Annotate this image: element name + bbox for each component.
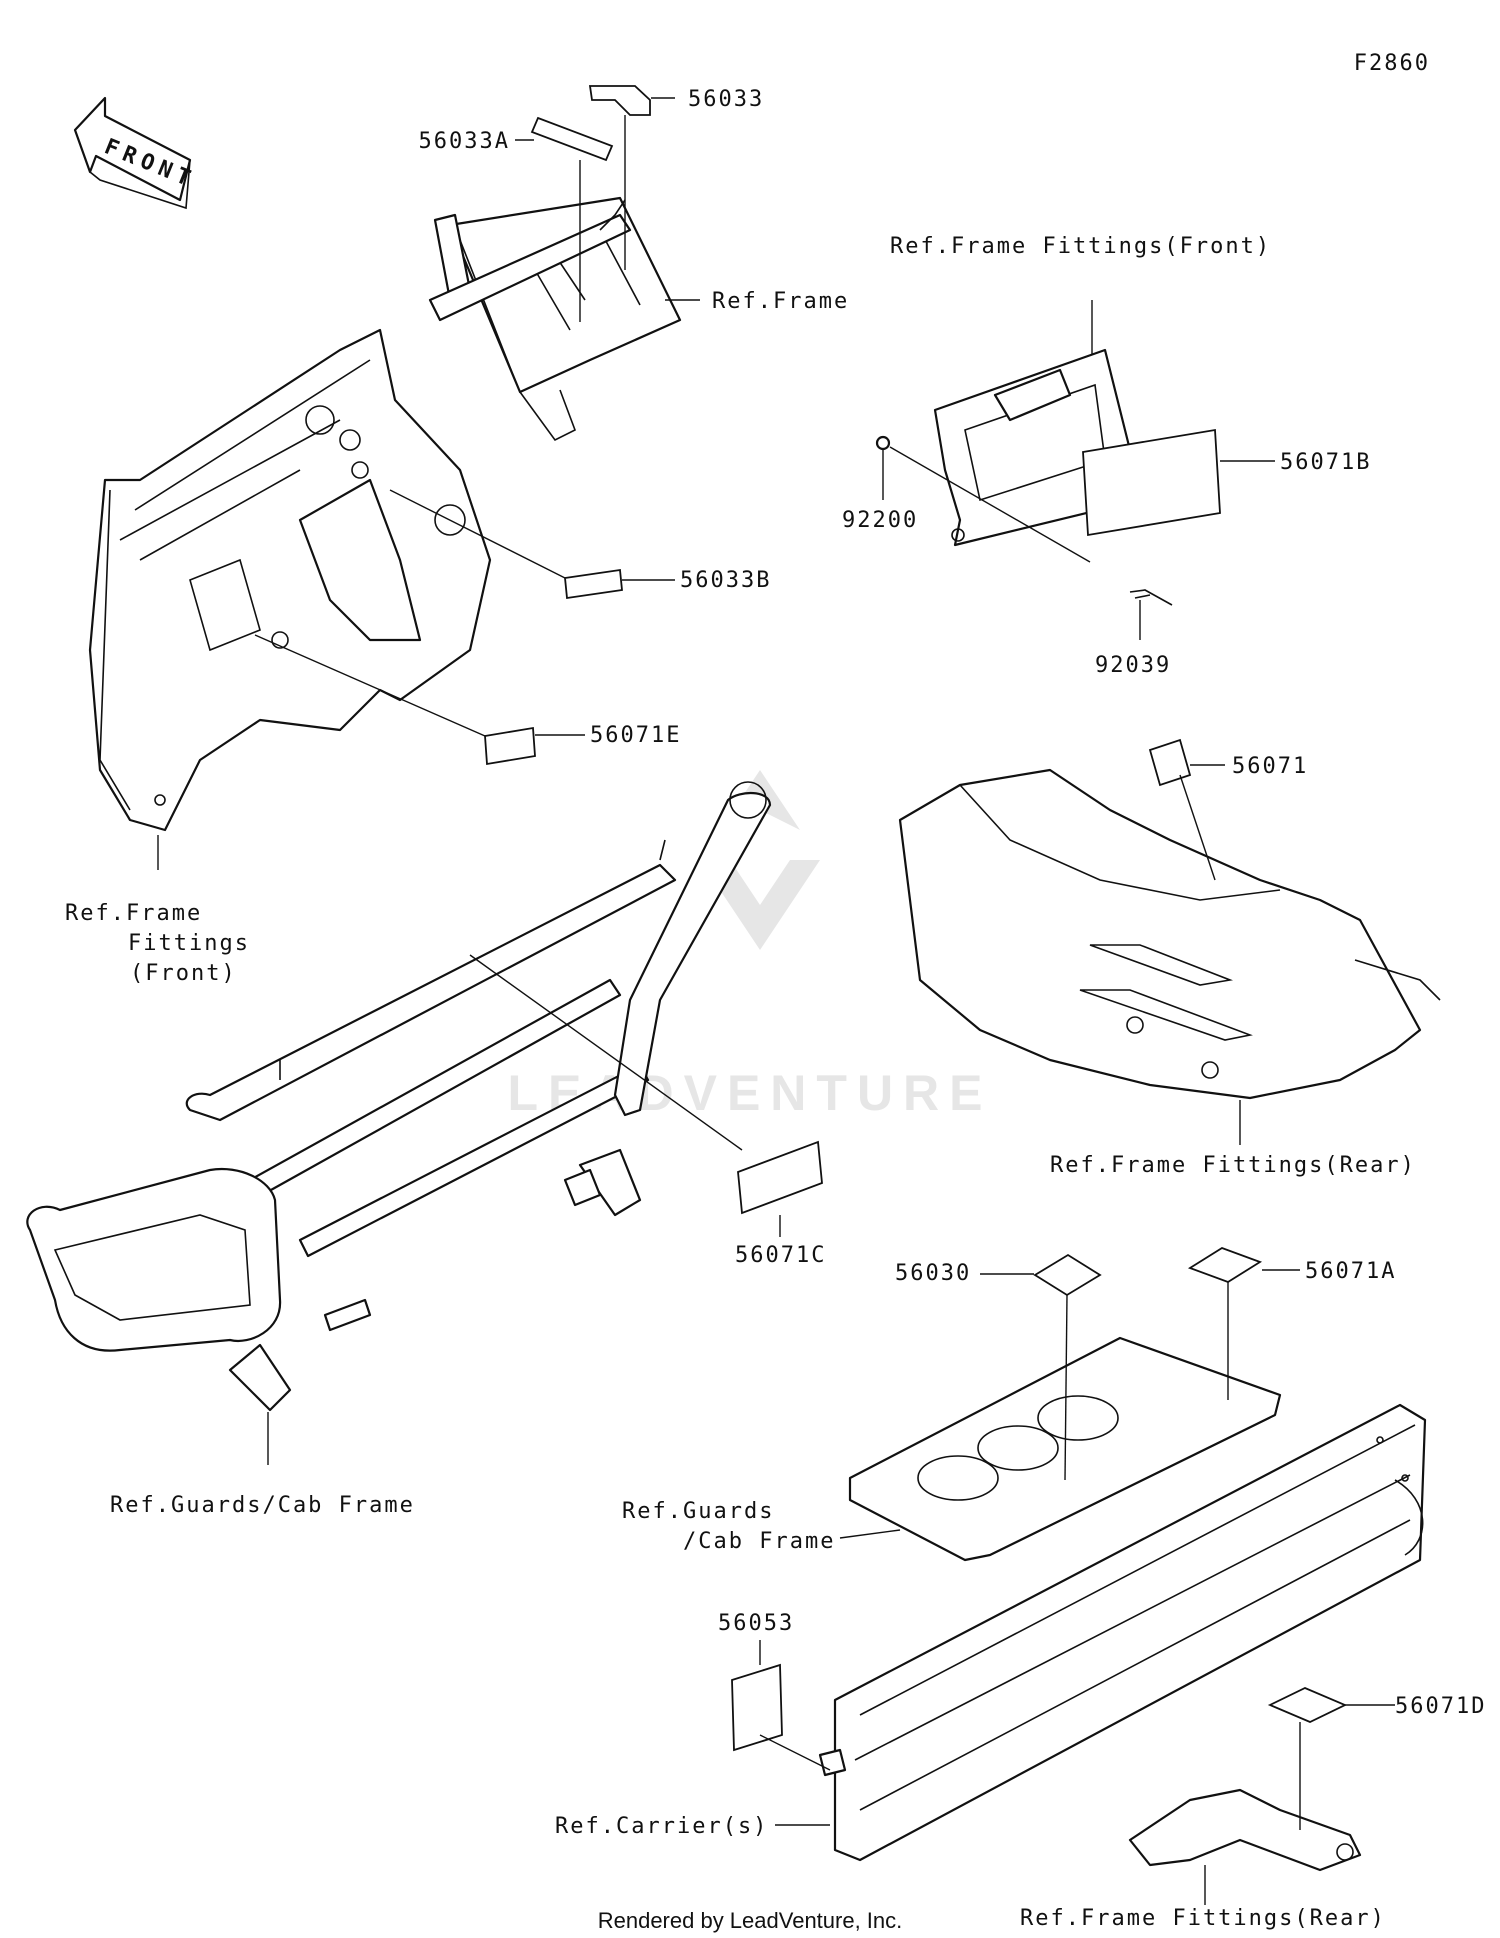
leader-lines-top — [579, 115, 626, 322]
sticker-56071e — [484, 726, 536, 766]
sticker-56071a — [1187, 1247, 1263, 1283]
sticker-56071c — [737, 1140, 823, 1215]
sticker-56071b — [1082, 428, 1221, 537]
label-fittings-left: Fittings — [128, 931, 250, 956]
figure-code: F2860 — [1354, 51, 1430, 76]
label-56071a: 56071A — [1305, 1259, 1396, 1284]
part-92200 — [875, 435, 891, 451]
dashboard-panel — [88, 328, 492, 832]
label-ref-guards-mid-2: /Cab Frame — [683, 1529, 835, 1554]
label-ref-ff-front-top: Ref.Frame Fittings(Front) — [890, 234, 1271, 259]
label-56071d: 56071D — [1395, 1694, 1486, 1719]
label-ref-carriers: Ref.Carrier(s) — [555, 1814, 768, 1839]
footer-credit: Rendered by LeadVenture, Inc. — [598, 1908, 903, 1933]
label-56033: 56033 — [688, 87, 764, 112]
sticker-56071 — [1148, 738, 1192, 787]
label-ref-frame-left: Ref.Frame — [65, 901, 202, 926]
label-56053: 56053 — [718, 1611, 794, 1636]
label-92039: 92039 — [1095, 653, 1171, 678]
label-92200: 92200 — [842, 508, 918, 533]
sticker-56033a — [530, 116, 614, 162]
sticker-56053 — [731, 1663, 783, 1752]
sticker-56033 — [588, 85, 651, 116]
label-front-left: (Front) — [130, 961, 237, 986]
label-56071: 56071 — [1232, 754, 1308, 779]
sticker-56071d — [1267, 1687, 1348, 1723]
label-56030: 56030 — [895, 1261, 971, 1286]
label-56033b: 56033B — [680, 568, 771, 593]
sticker-56030 — [1033, 1253, 1102, 1297]
label-56071e: 56071E — [590, 723, 681, 748]
cab-frame — [26, 781, 772, 1465]
sticker-56033b — [564, 568, 623, 600]
front-arrow-icon: FRONT — [73, 96, 199, 210]
label-56071c: 56071C — [735, 1243, 826, 1268]
floor-panel-assembly — [839, 1247, 1300, 1562]
rear-cover-assembly — [898, 738, 1441, 1145]
label-56071b: 56071B — [1280, 450, 1371, 475]
top-frame-assembly — [428, 85, 700, 442]
label-ref-ff-rear-mid: Ref.Frame Fittings(Rear) — [1050, 1153, 1416, 1178]
label-ref-ff-rear-bottom: Ref.Frame Fittings(Rear) — [1020, 1906, 1386, 1931]
label-ref-guards-mid-1: Ref.Guards — [622, 1499, 774, 1524]
glovebox-assembly — [875, 300, 1275, 640]
label-ref-guards-left: Ref.Guards/Cab Frame — [110, 1493, 415, 1518]
label-ref-frame: Ref.Frame — [712, 289, 849, 314]
label-56033a: 56033A — [419, 129, 510, 154]
carrier-assembly — [731, 1403, 1427, 1905]
